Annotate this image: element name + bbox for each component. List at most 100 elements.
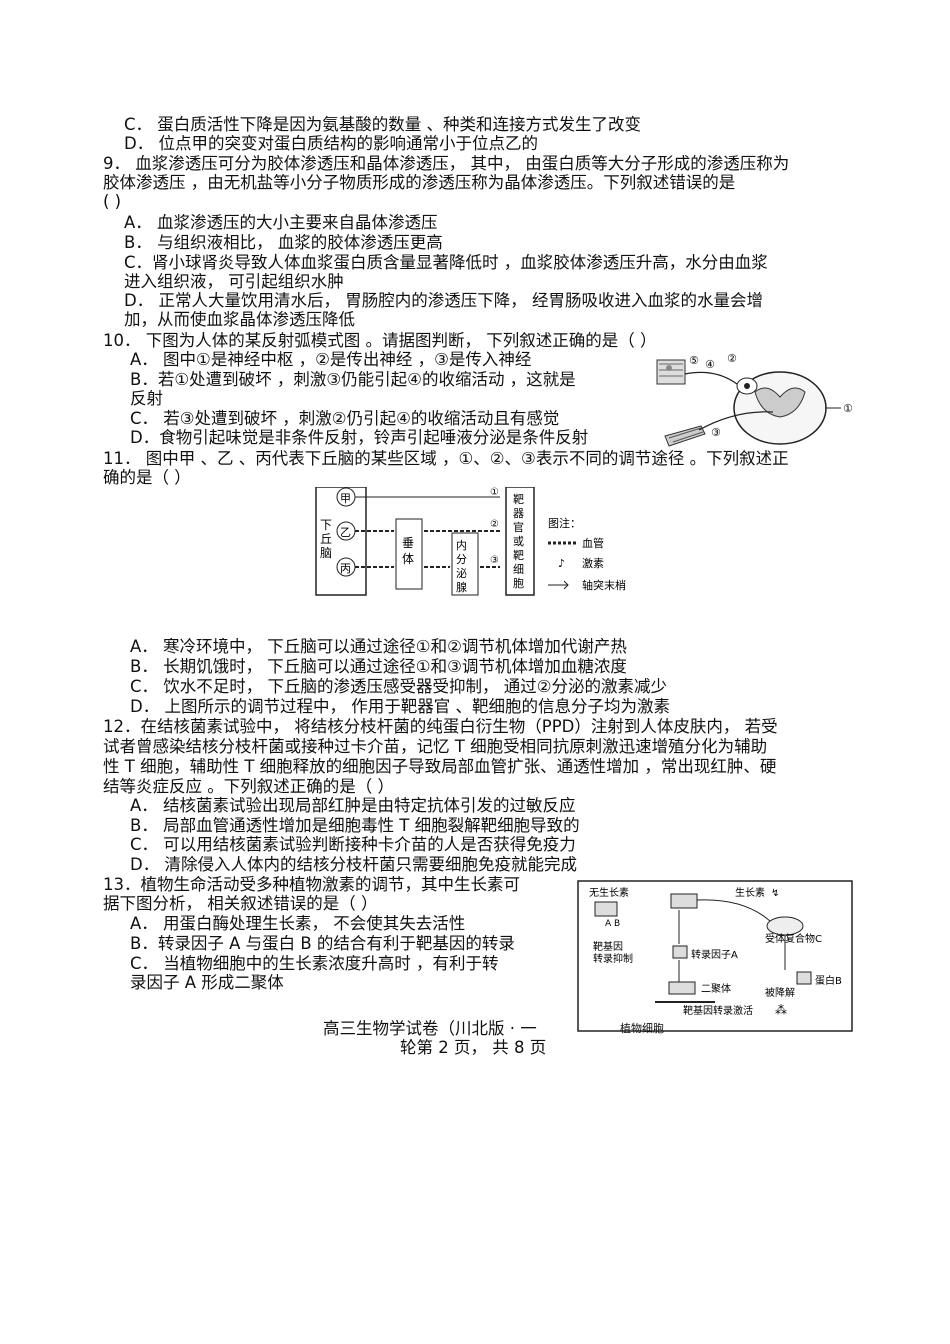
auxin-signaling-figure: 无生长素 生长素 ↯ A B 受体复合物C 靶基因 转录抑制 转录因子A 二聚体… [577,880,853,1032]
legend-vessel-label: 血管 [582,536,604,550]
hypothalamus-regulation-figure: 下 丘 脑 甲 乙 丙 垂 体 内 分 泌 腺 靶 器 官 或 靶 细 胞 ① … [315,487,626,596]
activated-label: 靶基因转录激活 [683,1004,753,1017]
degraded-fragments-icon: ⁂ [775,1003,787,1017]
afferent-nerve [684,371,738,385]
label-2: ② [727,352,737,365]
q11-stem-line1: 11． 图中甲 、乙 、丙代表下丘脑的某些区域 ，①、②、③表示不同的调节途径 … [103,449,789,468]
dorsal-ganglion-icon [736,377,758,395]
target-label-6: 细 [513,563,524,576]
q12-stem-line1: 12．在结核菌素试验中， 将结核分枝杆菌的纯蛋白衍生物（PPD）注射到人体皮肤内… [103,717,778,736]
dimer-label: 二聚体 [701,983,731,995]
q11-option-b: B． 长期饥饿时， 下丘脑可以通过途径①和③调节机体增加血糖浓度 [130,657,627,676]
muscle-effector-icon [664,425,706,447]
auxin-molecule-icon: ↯ [771,888,779,899]
pathway-label-3: ③ [490,555,499,566]
pathway-label-2: ② [490,519,499,530]
q12-stem-line3: 性 T 细胞，辅助性 T 细胞释放的细胞因子导致局部血管扩张、通透性增加 ，常出… [103,757,777,776]
target-label-4: 或 [513,535,524,548]
q13-option-a: A． 用蛋白酶处理生长素， 不会使其失去活性 [130,914,466,933]
legend-hormone-symbol: ♪ [558,557,565,570]
q9-stem-line2: 胶体渗透压 ，由无机盐等小分子物质形成的渗透压称为晶体渗透压。下列叙述错误的是 [103,173,736,192]
target-box [505,487,535,596]
label-3: ③ [711,426,721,439]
hypothalamus-label-2: 丘 [320,532,332,546]
target-label-7: 胞 [513,577,524,590]
no-auxin-label: 无生长素 [589,886,629,899]
q13-stem-line2: 据下图分析， 相关叙述错误的是（ ） [103,894,378,913]
q11-option-a: A． 寒冷环境中， 下丘脑可以通过途径①和②调节机体增加代谢产热 [130,637,627,656]
hypothalamus-label-3: 脑 [320,546,332,560]
complex-top-icon [670,893,698,909]
reflex-arc-figure: ⑤ ④ ② ③ ① [656,352,853,447]
q10-option-b-line2: 反射 [130,389,163,408]
legend-hormone-label: 激素 [582,556,604,570]
q12-option-a: A． 结核菌素试验出现局部红肿是由特定抗体引发的过敏反应 [130,796,576,815]
q11-option-c: C． 饮水不足时， 下丘脑的渗透压感受器受抑制， 通过②分泌的激素减少 [130,677,668,696]
q13-option-c-line1: C． 当植物细胞中的生长素浓度升高时 ，有利于转 [130,954,499,973]
region-bing-label: 丙 [340,562,351,575]
gland-label-3: 泌 [456,567,467,580]
ab-label-left: A B [605,919,620,929]
q9-option-b: B． 与组织液相比， 血浆的胶体渗透压更高 [124,233,443,252]
tf-a-label: 转录因子A [691,948,738,961]
q8-option-c: C． 蛋白质活性下降是因为氨基酸的数量 、种类和连接方式发生了改变 [124,115,642,134]
q11-stem-line2: 确的是（ ） [103,468,191,487]
label-4: ④ [705,358,715,371]
q12-stem-line2: 试者曾感染结核分枝杆菌或接种过卡介苗，记忆 T 细胞受相同抗原刺激迅速增殖分化为… [103,737,768,756]
pituitary-box [395,518,423,590]
gland-label-4: 腺 [456,580,467,594]
protein-b-label: 蛋白B [815,974,842,987]
spinal-cord-icon [733,371,827,445]
plant-cell-label: 植物细胞 [620,1022,664,1035]
q9-answer-brackets: ( ) [103,192,122,211]
q13-stem-line1: 13．植物生命活动受多种植物激素的调节，其中生长素可 [103,875,520,894]
auxin-label: 生长素 [735,886,765,899]
q10-stem: 10． 下图为人体的某反射弧模式图 。请据图判断， 下列叙述正确的是（ ） [103,331,657,350]
footer-line1: 高三生物学试卷（川北版 · 一 [323,1019,537,1038]
gland-label-1: 内 [456,538,467,552]
q12-option-b: B． 局部血管通透性增加是细胞毒性 T 细胞裂解靶细胞导致的 [130,816,580,835]
q9-option-d-line1: D． 正常人大量饮用清水后， 胃肠腔内的渗透压下降， 经胃肠吸收进入血浆的水量会… [124,291,763,310]
region-yi-label: 乙 [340,526,351,539]
efferent-nerve [698,411,774,431]
skin-receptor-icon [656,359,686,385]
q10-option-b-line1: B．若①处遭到破坏 ，刺激③仍能引起④的收缩活动 ，这就是 [130,370,576,389]
target-label-2: 器 [513,507,524,520]
degraded-label: 被降解 [765,986,795,999]
arrow-to-receptor [696,899,772,923]
q8-option-d: D． 位点甲的突变对蛋白质结构的影响通常小于位点乙的 [124,134,538,153]
receptor-complex-icon [766,916,804,936]
plant-cell-border [577,880,853,1032]
repressed-label: 转录抑制 [593,952,633,965]
q12-option-d: D． 清除侵入人体内的结核分枝杆菌只需要细胞免疫就能完成 [130,855,577,874]
label-5: ⑤ [689,354,699,367]
q12-option-c: C． 可以用结核菌素试验判断接种卡介苗的人是否获得免疫力 [130,835,576,854]
tf-a-icon [672,945,688,959]
footer-line2: 轮第 2 页， 共 8 页 [400,1038,547,1057]
q10-option-a: A． 图中①是神经中枢 ，②是传出神经 ，③是传入神经 [130,350,532,369]
gland-label-2: 分 [456,553,467,566]
pituitary-label-2: 体 [402,552,414,566]
target-label-1: 靶 [513,493,524,506]
legend-title: 图注： [548,516,581,530]
gland-box [451,532,479,596]
q9-option-c-line2: 进入组织液， 可引起组织水肿 [124,272,344,291]
hypothalamus-label-1: 下 [320,518,332,532]
q9-option-a: A． 血浆渗透压的大小主要来自晶体渗透压 [124,213,438,232]
q10-option-d: D．食物引起味觉是非条件反射，铃声引起唾液分泌是条件反射 [130,428,589,447]
q12-stem-line4: 结等炎症反应 。下列叙述正确的是（ ） [103,777,394,796]
target-gene-label: 靶基因 [593,940,623,953]
q9-option-c-line1: C．肾小球肾炎导致人体血浆蛋白质含量显著降低时 ，血浆胶体渗透压升高，水分由血浆 [124,253,768,272]
label-1: ① [843,402,853,415]
legend-axon-label: 轴突末梢 [582,578,626,592]
pituitary-label-1: 垂 [402,536,414,550]
pathway-label-1: ① [490,487,499,498]
q9-option-d-line2: 加，从而使血浆晶体渗透压降低 [124,310,355,329]
dimer-icon [668,981,696,995]
target-label-3: 官 [513,520,524,534]
q13-option-c-line2: 录因子 A 形成二聚体 [130,973,284,992]
target-label-5: 靶 [513,549,524,562]
receptor-label: 受体复合物C [765,932,822,945]
region-jia-label: 甲 [340,492,351,505]
legend-axon-symbol [548,580,569,590]
